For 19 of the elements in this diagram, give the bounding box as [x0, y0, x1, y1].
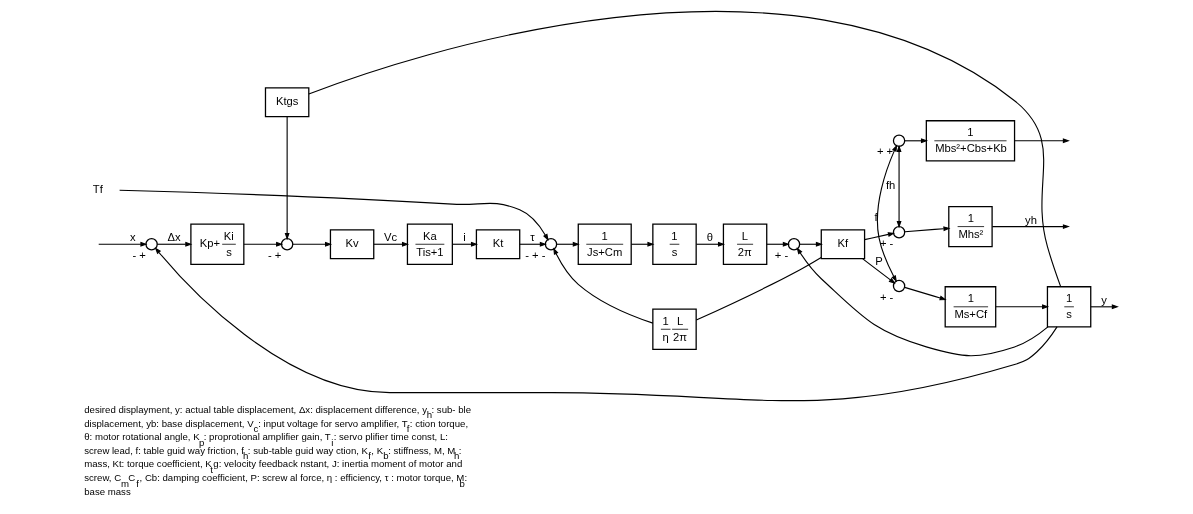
edge-label: y — [1100, 293, 1107, 306]
edge-label: Δx — [167, 231, 181, 244]
edge-label: f — [874, 211, 878, 224]
edge-label: Vc — [383, 231, 397, 244]
edge-label: fh — [885, 179, 895, 192]
edge-label: θ — [706, 231, 713, 244]
node-label: + - — [774, 248, 788, 261]
edge-label: yh — [1024, 213, 1037, 226]
node-label: - + - — [524, 248, 545, 261]
node-text: Tf — [92, 182, 103, 195]
edge-label: P — [874, 255, 883, 268]
edge-label: τ — [529, 231, 535, 244]
edge-label: i — [462, 231, 466, 244]
node-label: + - — [879, 290, 893, 303]
node-label: - + — [131, 248, 146, 261]
node-label: + - — [879, 236, 893, 249]
edge-label: x — [129, 231, 136, 244]
node-label: - + — [267, 248, 281, 261]
node-label: + + — [876, 145, 893, 158]
